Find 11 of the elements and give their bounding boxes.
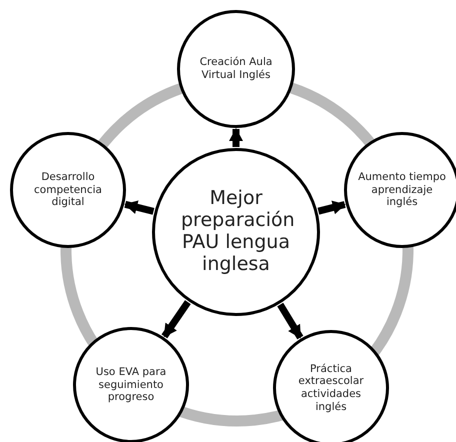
arrow <box>124 200 154 215</box>
arrow <box>229 128 243 147</box>
arrow <box>277 302 304 340</box>
circle-label: Práctica extraescolar actividades inglés <box>297 362 365 414</box>
arrow <box>162 300 191 338</box>
circle-label: Uso EVA para seguimiento progreso <box>94 366 168 404</box>
arrow <box>318 200 346 215</box>
circle-label: Mejor preparación PAU lengua inglesa <box>181 188 291 276</box>
circle-label: Aumento tiempo aprendizaje inglés <box>357 171 447 209</box>
circle-label: Creación Aula Virtual Inglés <box>198 56 274 82</box>
circle-label: Desarrollo competencia digital <box>33 171 103 209</box>
